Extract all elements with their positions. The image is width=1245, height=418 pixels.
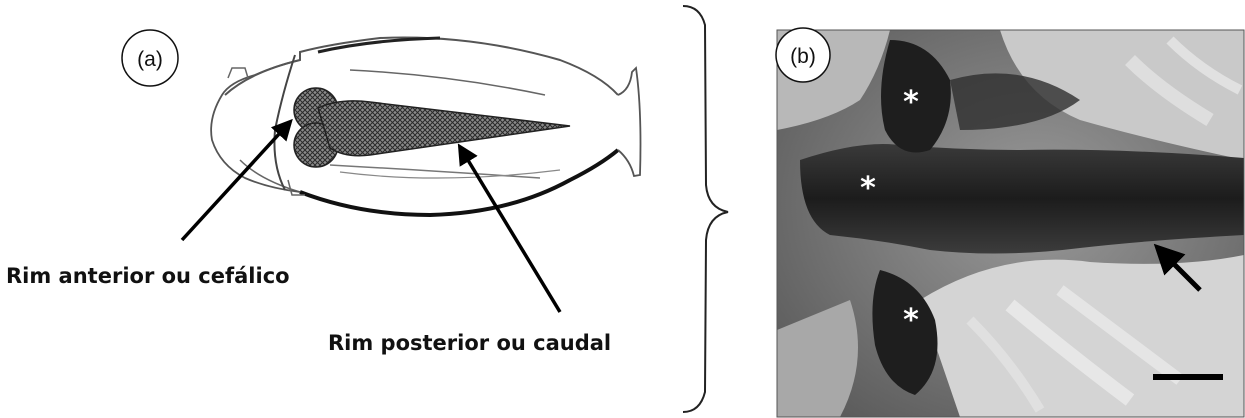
fish-inner-curve-2 — [330, 165, 540, 178]
posterior-kidney-wedge — [318, 101, 570, 156]
label-posterior-kidney: Rim posterior ou caudal — [328, 331, 611, 355]
panel-b-letter: (b) — [790, 45, 816, 68]
fish-body-lower-outline — [300, 150, 618, 215]
fish-tail — [618, 68, 641, 176]
arrow-anterior-kidney — [182, 122, 290, 240]
asterisk-upper: * — [903, 85, 919, 120]
asterisk-middle: * — [860, 171, 876, 206]
photo-lower-right-light — [920, 255, 1244, 417]
scale-bar — [1153, 374, 1223, 380]
fish-operculum — [274, 55, 295, 190]
panel-a-fish-drawing: (a) Rim anterior ou cefálico Rim posteri… — [6, 30, 641, 355]
panel-a-letter: (a) — [137, 48, 163, 71]
label-anterior-kidney: Rim anterior ou cefálico — [6, 264, 290, 288]
panel-b-photo — [777, 30, 1244, 417]
fish-body-upper-outline — [225, 37, 618, 95]
fish-pectoral-notch — [228, 68, 248, 78]
curly-brace — [683, 6, 728, 412]
fish-inner-curve-1 — [350, 70, 545, 95]
asterisk-lower: * — [903, 303, 919, 338]
